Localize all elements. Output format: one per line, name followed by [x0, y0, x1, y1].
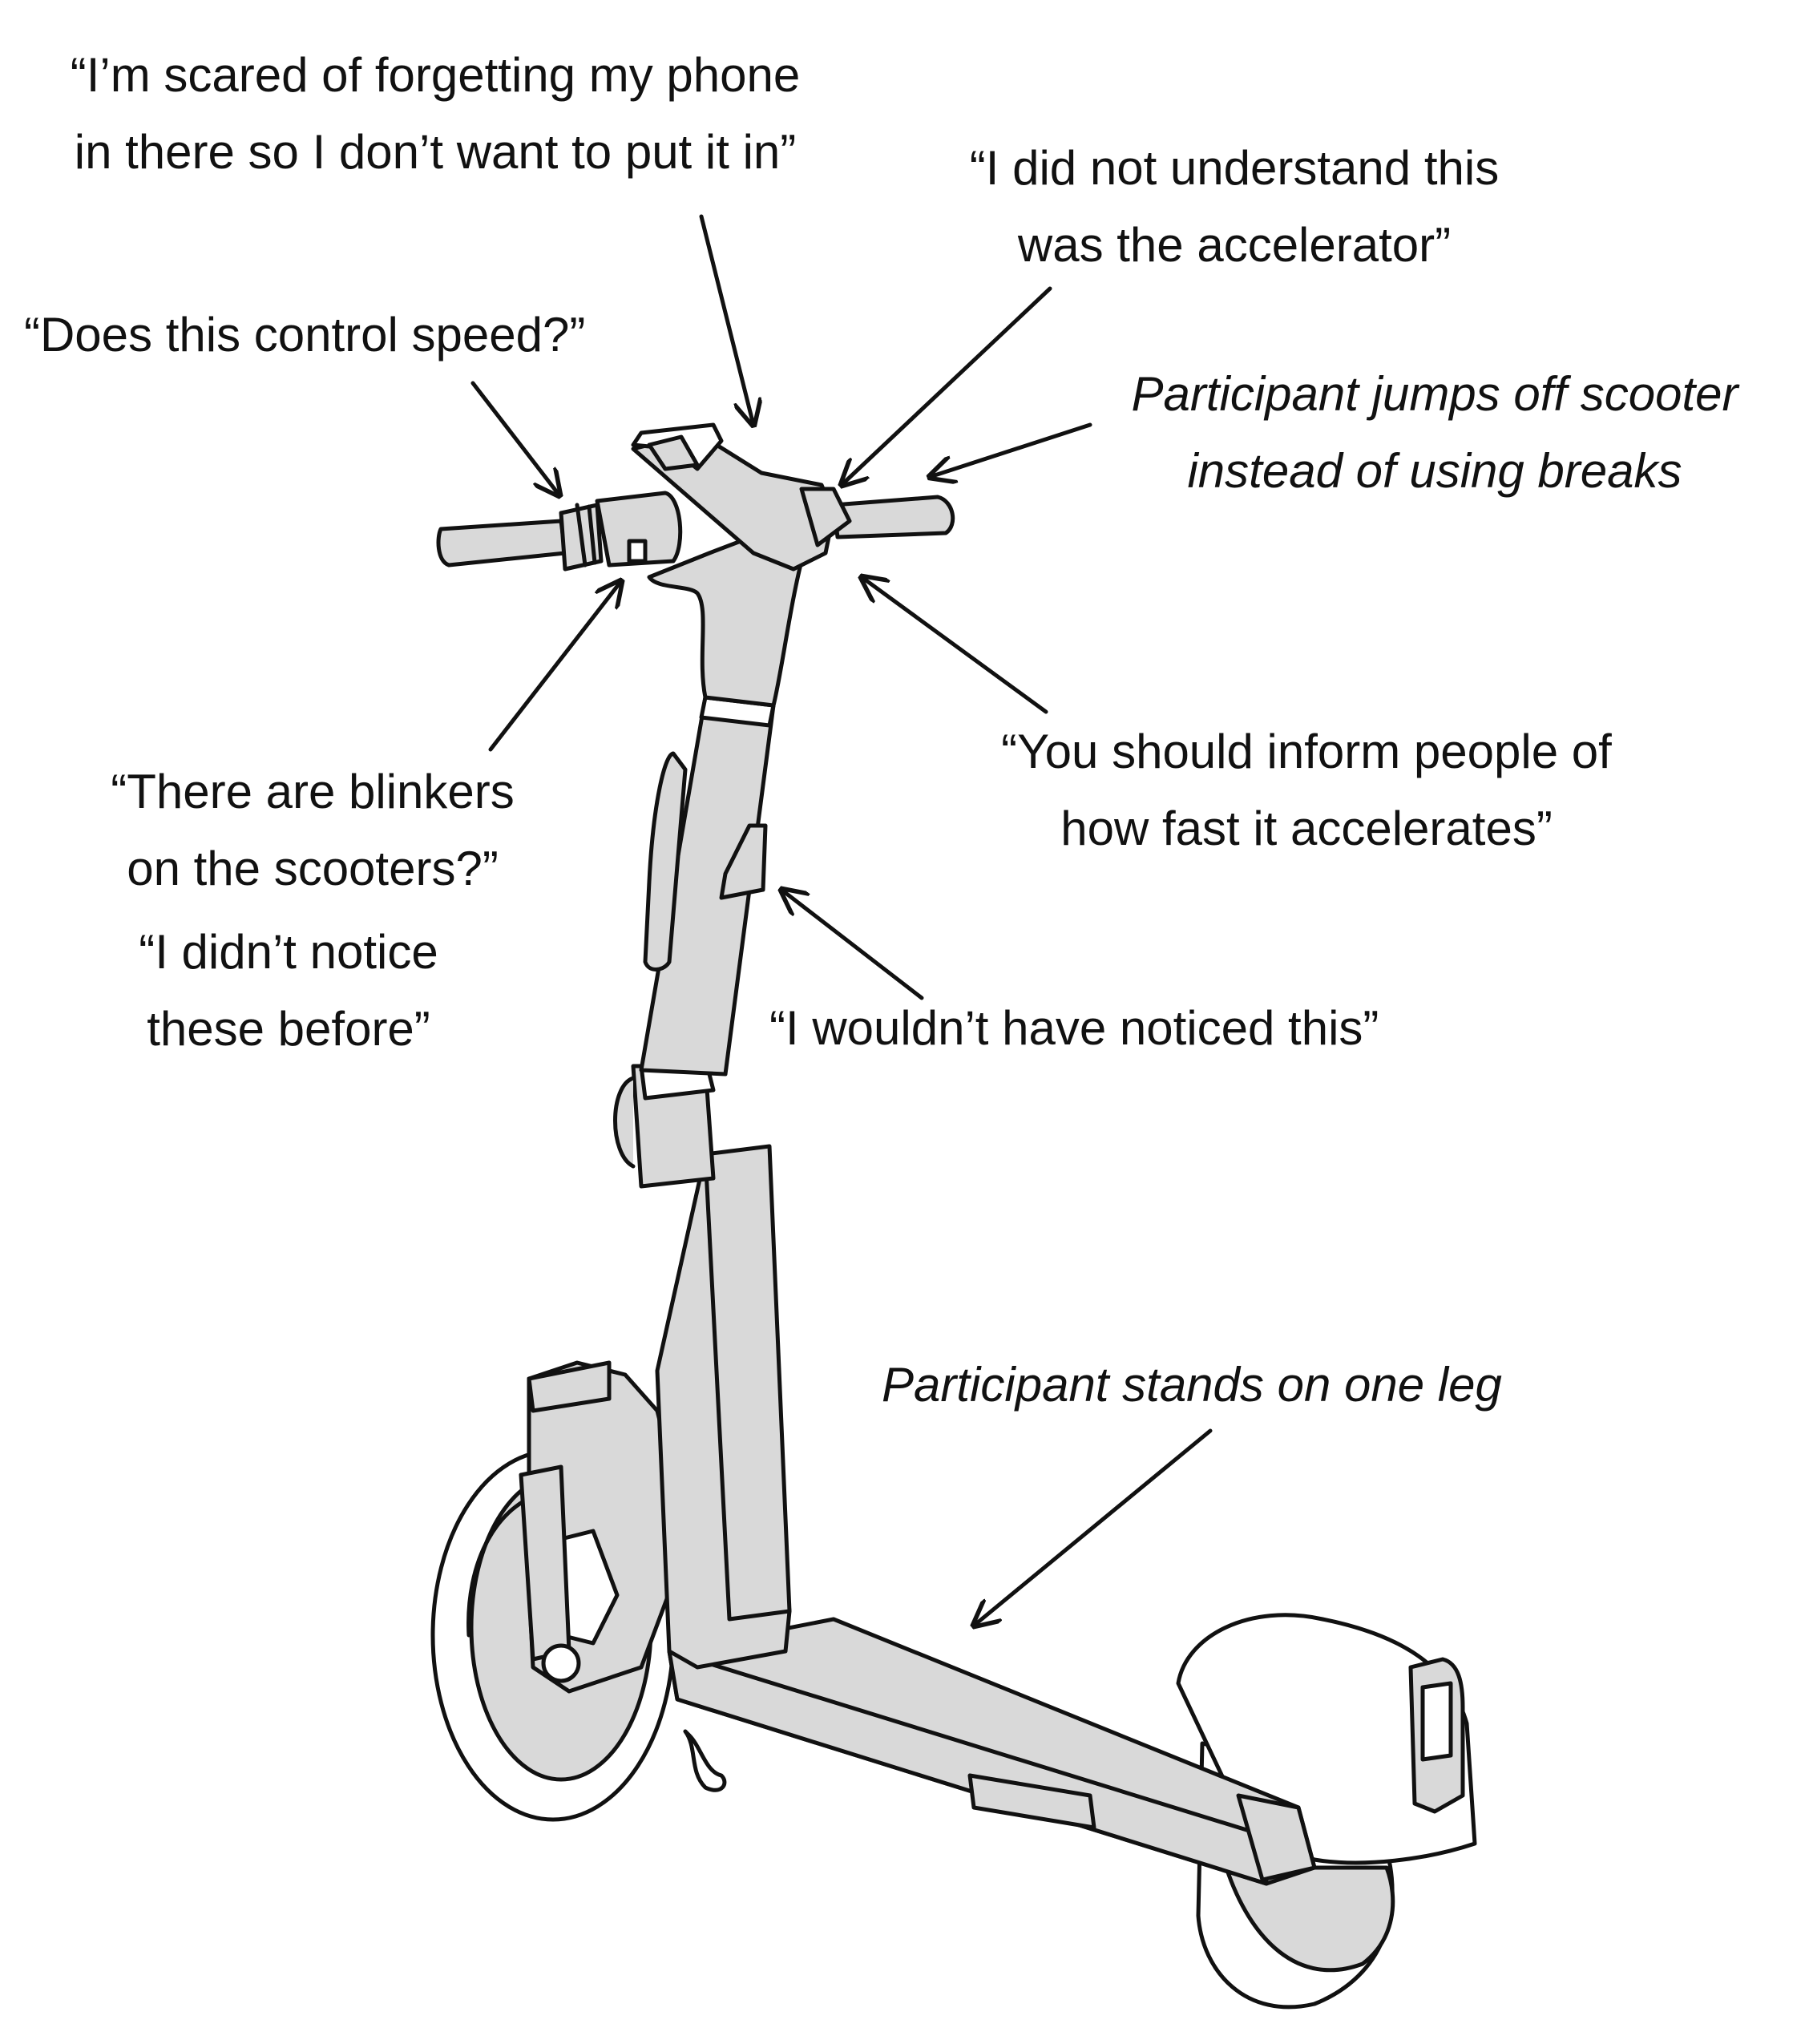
annotation-one-leg: Participant stands on one leg: [882, 1358, 1502, 1412]
annotation-wouldnt-notice: “I wouldn’t have noticed this”: [769, 1001, 1379, 1055]
arrow-inform: [862, 577, 1048, 714]
arrow-phone: [699, 214, 753, 425]
stem: [613, 519, 804, 1670]
annotation-phone: “I’m scared of forgetting my phone in th…: [70, 48, 801, 179]
annotation-notice-before: “I didn’t notice these before”: [139, 925, 438, 1056]
annotation-accelerator: “I did not understand this was the accel…: [969, 141, 1500, 272]
phone-holder-side: [643, 751, 688, 972]
blinker-control: [595, 491, 683, 568]
hook: [719, 823, 768, 900]
annotation-speed: “Does this control speed?”: [24, 308, 586, 362]
right-grip: [831, 495, 955, 539]
arrow-blinkers: [488, 581, 621, 752]
deck: [667, 1617, 1317, 1886]
annotation-blinkers: “There are blinkers on the scooters?”: [111, 765, 515, 895]
annotation-brakes: Participant jumps off scooter instead of…: [1131, 367, 1738, 498]
arrow-accelerator: [842, 286, 1052, 485]
throttle: [799, 487, 852, 547]
arrow-wouldnt-notice: [781, 890, 924, 1000]
arrow-speed: [470, 381, 559, 495]
callout-arrows: [470, 214, 1213, 1626]
scooter-illustration: [430, 422, 1477, 2010]
arrow-brakes: [930, 422, 1092, 477]
left-grip: [436, 519, 567, 568]
handlebar: [436, 422, 955, 572]
arrow-one-leg: [974, 1428, 1213, 1626]
annotation-inform: “You should inform people of how fast it…: [1001, 725, 1612, 855]
